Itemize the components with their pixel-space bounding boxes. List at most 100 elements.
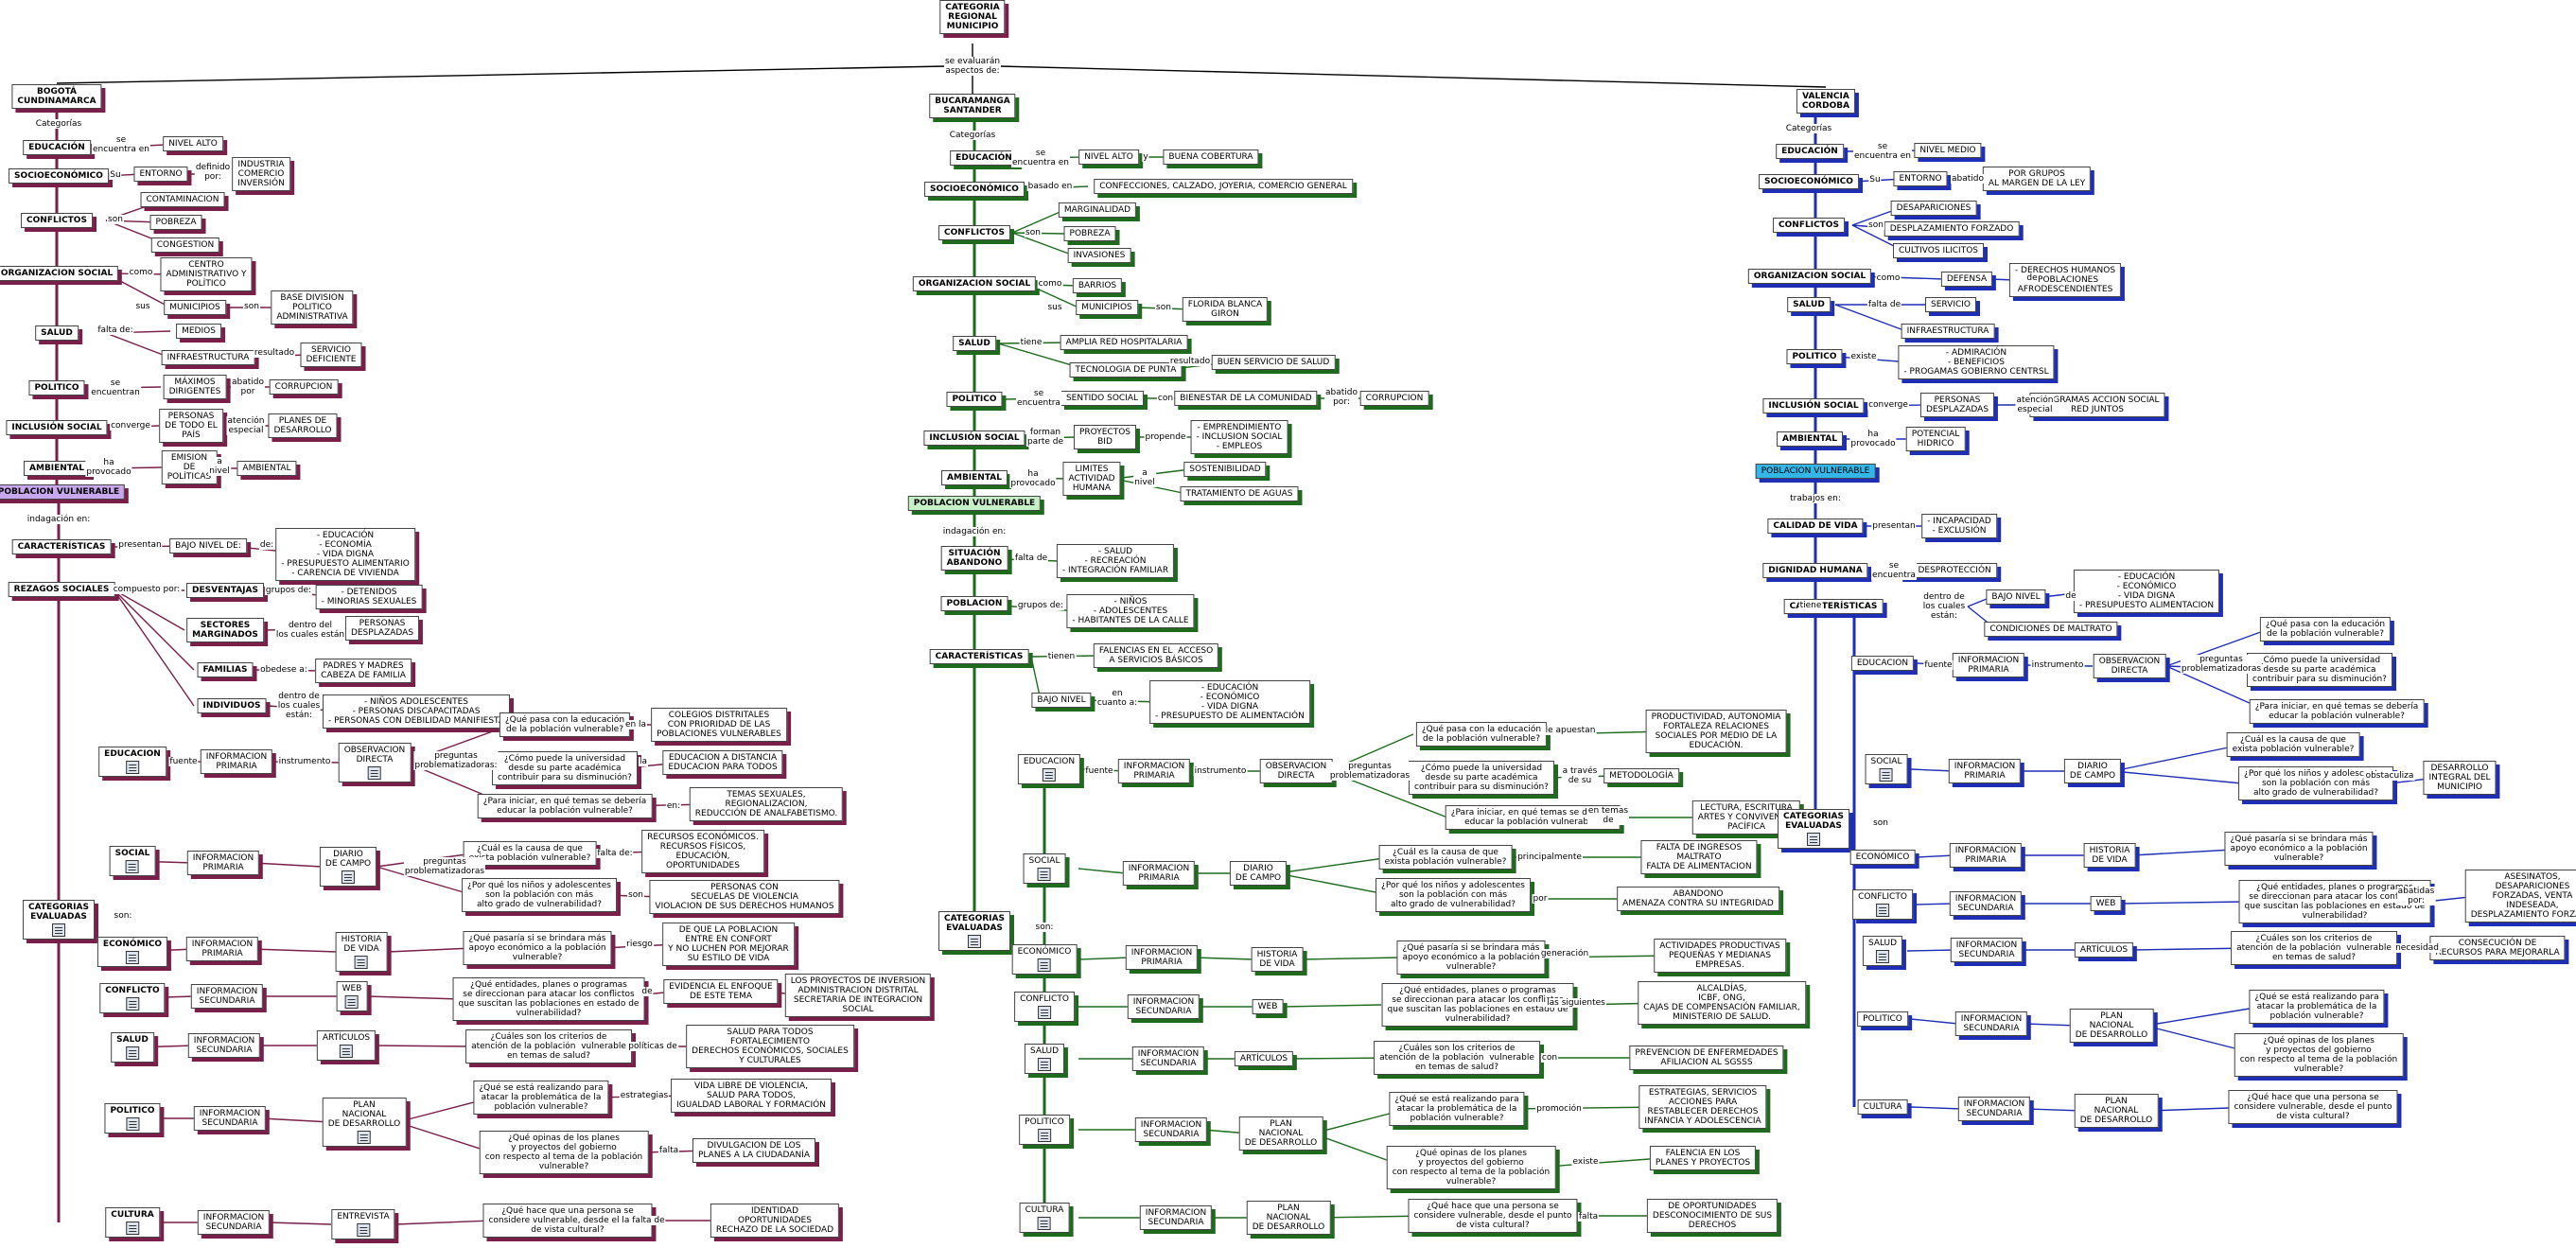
concept-node-b-pol[interactable]: POLITICO (28, 380, 85, 395)
concept-node-s-pol-1[interactable]: SENTIDO SOCIAL (1060, 391, 1145, 406)
document-icon[interactable] (1038, 1006, 1051, 1019)
concept-node-v-r6b[interactable]: PLAN NACIONAL DE DESARROLLO (2069, 1009, 2154, 1043)
concept-node-s-r6b[interactable]: PLAN NACIONAL DE DESARROLLO (1238, 1116, 1323, 1151)
document-icon[interactable] (367, 766, 381, 780)
document-icon[interactable] (125, 761, 139, 774)
concept-node-s-r6q2[interactable]: ¿Qué opinas de los planes y proyectos de… (1386, 1146, 1556, 1189)
concept-node-s-r7b[interactable]: PLAN NACIONAL DE DESARROLLO (1246, 1201, 1331, 1235)
document-icon[interactable] (126, 951, 139, 964)
document-icon[interactable] (1038, 1217, 1051, 1230)
concept-node-v-r3b[interactable]: HISTORIA DE VIDA (2083, 843, 2136, 868)
concept-node-b-rez-2[interactable]: SECTORES MARGINADOS (186, 618, 264, 642)
concept-node-s-r1a2[interactable]: METODOLOGÍA (1603, 768, 1679, 783)
concept-node-v-r7[interactable]: CULTURA (1857, 1099, 1908, 1115)
concept-node-s-car-2[interactable]: BAJO NIVEL (1031, 693, 1092, 708)
concept-node-v-r2[interactable]: SOCIAL (1865, 754, 1908, 784)
concept-node-b-incl-2[interactable]: PLANES DE DESARROLLO (268, 413, 338, 438)
concept-node-s-r1a[interactable]: INFORMACION PRIMARIA (1117, 759, 1191, 783)
concept-node-s-r2a2[interactable]: ABANDONO AMENAZA CONTRA SU INTEGRIDAD (1617, 887, 1779, 911)
concept-node-s-r5b[interactable]: ARTÍCULOS (1234, 1051, 1294, 1066)
concept-node-b-r6b[interactable]: PLAN NACIONAL DE DESARROLLO (322, 1098, 407, 1147)
concept-node-v-r1q2[interactable]: ¿Cómo puede la universidad desde su part… (2247, 653, 2392, 687)
concept-node-b-r4a2[interactable]: LOS PROYECTOS DE INVERSION ADMINISTRACIO… (784, 974, 932, 1017)
concept-node-b-rez-1[interactable]: DESVENTAJAS (186, 583, 264, 598)
concept-node-b-pol-2[interactable]: CORRUPCION (269, 379, 339, 395)
concept-node-b-salud-1[interactable]: MEDIOS (176, 324, 221, 339)
concept-node-b-org-3[interactable]: BASE DIVISION POLITICO ADMINISTRATIVA (271, 290, 354, 325)
concept-node-v-r5a[interactable]: INFORMACION SECUNDARIA (1950, 938, 2024, 962)
concept-node-v-org[interactable]: ORGANIZACION SOCIAL (1747, 269, 1872, 284)
concept-node-s-r3q1[interactable]: ¿Qué pasaría si se brindara más apoyo ec… (1396, 940, 1546, 975)
concept-node-b-r2a2[interactable]: PERSONAS CON SECUELAS DE VIOLENCIA VIOLA… (649, 880, 840, 914)
document-icon[interactable] (1876, 904, 1889, 917)
concept-node-s-r6a2[interactable]: FALENCIA EN LOS PLANES Y PROYECTOS (1649, 1146, 1757, 1170)
concept-node-s-salud[interactable]: SALUD (953, 336, 996, 351)
concept-node-b-r5q1[interactable]: ¿Cuáles son los criterios de atención de… (465, 1029, 632, 1063)
concept-node-v-r6a[interactable]: INFORMACION SECUNDARIA (1954, 1011, 2028, 1036)
concept-node-b-r2q2[interactable]: ¿Por qué los niños y adolescentes son la… (462, 878, 617, 912)
concept-node-v-amb[interactable]: AMBIENTAL (1777, 431, 1843, 447)
concept-node-b-rez-4[interactable]: INDIVIDUOS (197, 698, 267, 713)
concept-node-s-pob[interactable]: POBLACION (940, 596, 1008, 611)
concept-node-v-salud-2[interactable]: INFRAESTRUCTURA (1901, 324, 1995, 339)
concept-node-b-r1q3[interactable]: ¿Para iniciar, en qué temas se debería e… (477, 794, 653, 818)
concept-node-v-salud[interactable]: SALUD (1787, 297, 1831, 312)
concept-node-s-conf[interactable]: CONFLICTOS (938, 225, 1010, 240)
concept-node-v-r1[interactable]: EDUCACION (1850, 656, 1915, 671)
concept-node-v-org-1[interactable]: DEFENSA (1940, 272, 1993, 287)
concept-node-s-edu-v2[interactable]: BUENA COBERTURA (1163, 149, 1259, 165)
concept-node-v-salud-1[interactable]: SERVICIO (1925, 297, 1976, 312)
concept-node-s-r6q1[interactable]: ¿Qué se está realizando para atacar la p… (1389, 1092, 1525, 1126)
concept-node-b-amb-2[interactable]: AMBIENTAL (237, 461, 297, 476)
concept-node-b-salud-2[interactable]: INFRAESTRUCTURA (161, 350, 255, 365)
concept-node-s-salud-3[interactable]: BUEN SERVICIO DE SALUD (1211, 355, 1336, 370)
concept-node-b-r6q1[interactable]: ¿Qué se está realizando para atacar la p… (473, 1081, 609, 1115)
concept-node-s-r6a1[interactable]: ESTRATEGIAS, SERVICIOS ACCIONES PARA RES… (1638, 1085, 1767, 1129)
concept-node-s-r6[interactable]: POLITICO (1019, 1115, 1070, 1145)
document-icon[interactable] (357, 1131, 371, 1144)
concept-node-s-incl[interactable]: INCLUSIÓN SOCIAL (923, 431, 1025, 446)
concept-node-v-pol-1[interactable]: - ADMIRACIÓN - BENEFICIOS - PROGAMAS GOB… (1898, 345, 2055, 379)
document-icon[interactable] (125, 860, 139, 873)
concept-node-s-city[interactable]: BUCARAMANGA SANTANDER (929, 94, 1016, 118)
document-icon[interactable] (968, 935, 981, 948)
concept-node-s-conf-2[interactable]: POBREZA (1063, 226, 1116, 241)
concept-node-b-r7a[interactable]: INFORMACION SECUNDARIA (197, 1210, 271, 1235)
concept-node-s-salud-1[interactable]: AMPLIA RED HOSPITALARIA (1060, 335, 1188, 350)
concept-node-b-edu[interactable]: EDUCACIÓN (23, 140, 91, 155)
concept-node-b-r1a2[interactable]: EDUCACION A DISTANCIA EDUCACION PARA TOD… (662, 750, 783, 775)
concept-node-s-r4b[interactable]: WEB (1252, 999, 1284, 1014)
concept-node-b-conf-2[interactable]: POBREZA (149, 215, 202, 230)
document-icon[interactable] (355, 956, 368, 969)
concept-node-b-r5a1[interactable]: SALUD PARA TODOS FORTALECIMIENTO DERECHO… (686, 1025, 854, 1068)
concept-node-v-r3a[interactable]: INFORMACION PRIMARIA (1949, 843, 2023, 868)
concept-node-v-r2q1[interactable]: ¿Cuál es la causa de que exista població… (2226, 732, 2360, 757)
concept-node-s-r3a[interactable]: INFORMACION PRIMARIA (1125, 945, 1199, 970)
concept-node-v-cal[interactable]: CALIDAD DE VIDA (1767, 519, 1864, 534)
concept-node-s-r1b[interactable]: OBSERVACION DIRECTA (1259, 759, 1333, 783)
concept-node-b-r6a[interactable]: INFORMACION SECUNDARIA (193, 1106, 267, 1131)
concept-node-s-edu-v[interactable]: NIVEL ALTO (1078, 149, 1139, 165)
concept-node-v-r2a[interactable]: INFORMACION PRIMARIA (1948, 759, 2022, 783)
concept-node-s-conf-1[interactable]: MARGINALIDAD (1058, 202, 1137, 218)
concept-node-b-r2a[interactable]: INFORMACION PRIMARIA (186, 851, 260, 875)
concept-node-s-conf-3[interactable]: INVASIONES (1067, 248, 1131, 263)
concept-node-s-r3[interactable]: ECONÓMICO (1011, 944, 1078, 975)
concept-node-b-r3[interactable]: ECONÓMICO (96, 937, 168, 967)
concept-node-b-socio[interactable]: SOCIOECONÓMICO (9, 168, 109, 184)
concept-node-v-r5[interactable]: SALUD (1862, 936, 1903, 966)
concept-node-s-r4a[interactable]: INFORMACION SECUNDARIA (1127, 994, 1200, 1019)
concept-node-v-incl[interactable]: INCLUSIÓN SOCIAL (1762, 398, 1865, 413)
document-icon[interactable] (52, 923, 65, 937)
document-icon[interactable] (341, 870, 355, 884)
concept-node-b-org-2[interactable]: MUNICIPIOS (164, 300, 226, 315)
concept-node-v-r7a[interactable]: INFORMACION SECUNDARIA (1957, 1097, 2031, 1121)
concept-node-s-amb-2[interactable]: SOSTENIBILIDAD (1183, 462, 1267, 477)
concept-node-s-pob-v[interactable]: - NIÑOS - ADOLESCENTES - HABITANTES DE L… (1066, 594, 1195, 628)
concept-node-b-r1a1[interactable]: COLEGIOS DISTRITALES CON PRIORIDAD DE LA… (651, 708, 787, 742)
concept-node-s-socio-v[interactable]: CONFECCIONES, CALZADO, JOYERIA, COMERCIO… (1094, 179, 1353, 194)
concept-node-b-rez-4v[interactable]: - NIÑOS ADOLESCENTES - PERSONAS DISCAPAC… (322, 694, 511, 729)
concept-node-s-sit-v[interactable]: - SALUD - RECREACIÓN - INTEGRACIÓN FAMIL… (1056, 544, 1175, 578)
concept-node-v-edu[interactable]: EDUCACIÓN (1776, 144, 1844, 159)
concept-node-b-amb-1[interactable]: EMISION DE POLÍTICAS (161, 450, 218, 484)
